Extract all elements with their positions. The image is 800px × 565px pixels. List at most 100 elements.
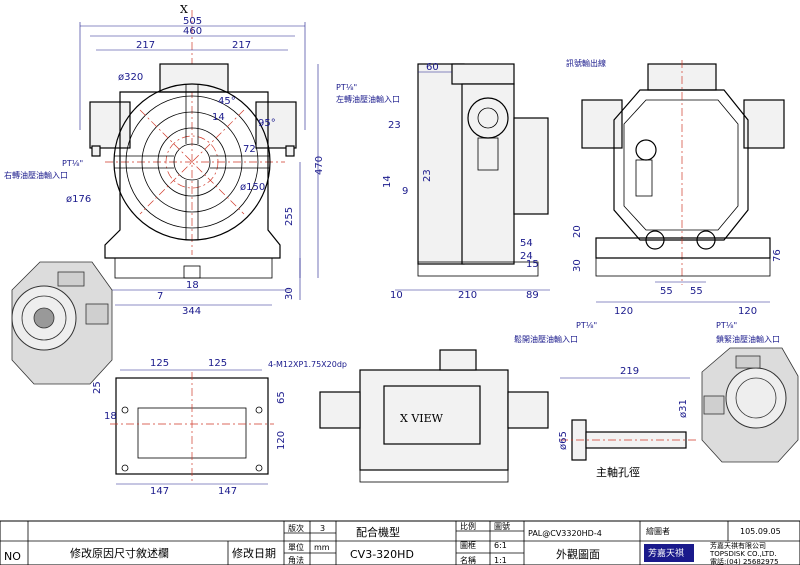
x-view-left-cylinder — [319, 391, 361, 429]
dim-125a: 125 — [150, 358, 169, 369]
tb-frame-label: 圖框 — [460, 540, 476, 550]
tb-match-value: CV3-320HD — [350, 548, 414, 561]
note-loosen-port: PT⅛" 鬆開油壓油輸入口 — [514, 321, 600, 344]
dim-7: 7 — [157, 291, 163, 302]
side-view: 60 23 14 9 23 54 24 15 10 210 89 — [382, 62, 550, 301]
spindle-caption: 主軸孔徑 — [596, 465, 640, 479]
iso-view-left — [11, 261, 113, 385]
side-base — [417, 261, 539, 277]
side-table — [513, 117, 549, 215]
title-block: NO 修改原因尺寸敘述欄 修改日期 版次 3 單位 mm 角法 配合機型 CV3… — [0, 520, 800, 565]
tb-date: 105.09.05 — [740, 527, 781, 536]
note-tap: 4-M12XP1.75X20dp — [268, 360, 347, 369]
dim-table-dia: ø320 — [118, 72, 143, 83]
dim-slot-pitch: 72 — [243, 144, 256, 155]
tb-edition-value: 3 — [320, 524, 325, 533]
note-left-turn-port: PT⅛" 左轉油壓油輸入口 — [336, 83, 400, 104]
center-bore — [173, 143, 211, 181]
dim-bore-dia: ø150 — [240, 182, 265, 193]
note-clamp-port: PT⅛" 鎖緊油壓油輸入口 — [716, 321, 780, 344]
dim-147b: 147 — [218, 486, 237, 497]
dim-rear-55b: 55 — [690, 286, 703, 297]
dim-219: 219 — [620, 366, 639, 377]
rear-lower — [595, 237, 771, 259]
dim-125b: 125 — [208, 358, 227, 369]
axis-x-label: X — [180, 3, 188, 16]
tb-name-value: 外觀圖面 — [556, 548, 600, 561]
dim-spindle-65: ø65 — [558, 431, 569, 450]
side-body — [461, 83, 515, 265]
tb-revision-date: 修改日期 — [232, 546, 276, 560]
dim-14: 14 — [382, 175, 393, 188]
dim-spindle-31: ø31 — [678, 399, 689, 418]
dim-505: 505 — [183, 16, 202, 27]
dim-30-front: 30 — [284, 287, 295, 300]
tb-unit-value: mm — [314, 543, 330, 552]
tb-angle-label: 角法 — [288, 555, 304, 565]
x-view-plate — [383, 385, 481, 445]
tb-scale-label: 比例 — [460, 521, 476, 531]
dim-23a: 23 — [388, 120, 401, 131]
note-right-turn-port: PT⅛" 右轉油壓油輸入口 — [4, 159, 86, 180]
dim-217-right: 217 — [232, 40, 251, 51]
rear-right-cylinder — [743, 99, 785, 149]
tb-name-label: 名稱 — [460, 555, 476, 565]
dim-15: 15 — [526, 259, 539, 270]
x-view-right-cylinder — [507, 391, 549, 429]
dim-217-left: 217 — [136, 40, 155, 51]
rear-octagon — [613, 89, 749, 241]
dim-344: 344 — [182, 306, 201, 317]
dim-147a: 147 — [150, 486, 169, 497]
tb-phone: 電話:(04) 25682975 — [710, 557, 779, 565]
front-view: X 505 460 217 217 — [4, 3, 400, 317]
left-port — [91, 145, 101, 157]
dim-base-120: 120 — [276, 431, 287, 450]
rear-base — [595, 257, 771, 277]
dim-angle-45: 45° — [218, 96, 236, 107]
dim-9: 9 — [402, 186, 408, 197]
dim-rear-120b: 120 — [738, 306, 757, 317]
side-motor — [451, 63, 515, 85]
x-view-label: X VIEW — [400, 412, 444, 425]
dim-460: 460 — [183, 26, 202, 37]
tb-no: NO — [4, 550, 21, 563]
clamp-port — [696, 230, 716, 250]
spindle-bore-view: 219 ø31 ø65 主軸孔徑 — [558, 366, 696, 479]
dim-470: 470 — [314, 156, 325, 175]
tb-company-en: TOPSDISK CO.,LTD. — [709, 550, 777, 558]
rear-view: 訊號輸出線 20 30 76 55 55 120 120 PT⅛" 鬆開油壓油輸… — [514, 58, 785, 344]
tb-frame-value: 6:1 — [494, 541, 507, 550]
logo-text: 芳嘉天祺 — [648, 547, 684, 559]
dim-pcd: ø176 — [66, 194, 91, 205]
dim-60: 60 — [426, 62, 439, 73]
dim-255: 255 — [284, 207, 295, 226]
dim-base-65: 65 — [276, 391, 287, 404]
x-view-body — [359, 369, 509, 471]
dim-slot-14: 14 — [212, 112, 225, 123]
iso-view-right — [701, 347, 799, 463]
tb-unit-label: 單位 — [288, 542, 304, 552]
dim-rear-30: 30 — [572, 259, 583, 272]
dim-89: 89 — [526, 290, 539, 301]
loosen-port — [645, 230, 665, 250]
tb-drawing-no-label: 圖號 — [494, 521, 510, 531]
base-view: 125 125 4-M12XP1.75X20dp 25 18 65 120 14… — [92, 358, 347, 497]
company-logo — [644, 544, 694, 562]
note-signal-cable: 訊號輸出線 — [566, 58, 606, 68]
tb-match-label: 配合機型 — [356, 525, 400, 539]
dim-210: 210 — [458, 290, 477, 301]
base-plate — [114, 257, 273, 279]
signal-connector — [635, 139, 657, 161]
x-view: X VIEW — [319, 349, 549, 483]
tb-ratio-value: 1:1 — [494, 556, 507, 565]
rear-left-cylinder — [581, 99, 623, 149]
tb-revision-desc: 修改原因尺寸敘述欄 — [70, 546, 169, 560]
dim-rear-55a: 55 — [660, 286, 673, 297]
dim-rear-76: 76 — [772, 249, 783, 262]
dim-24: 24 — [520, 251, 533, 262]
side-body-left — [417, 63, 465, 265]
dim-54: 54 — [520, 238, 533, 249]
tb-drafter-label: 繪圖者 — [646, 526, 670, 536]
dim-rear-120a: 120 — [614, 306, 633, 317]
